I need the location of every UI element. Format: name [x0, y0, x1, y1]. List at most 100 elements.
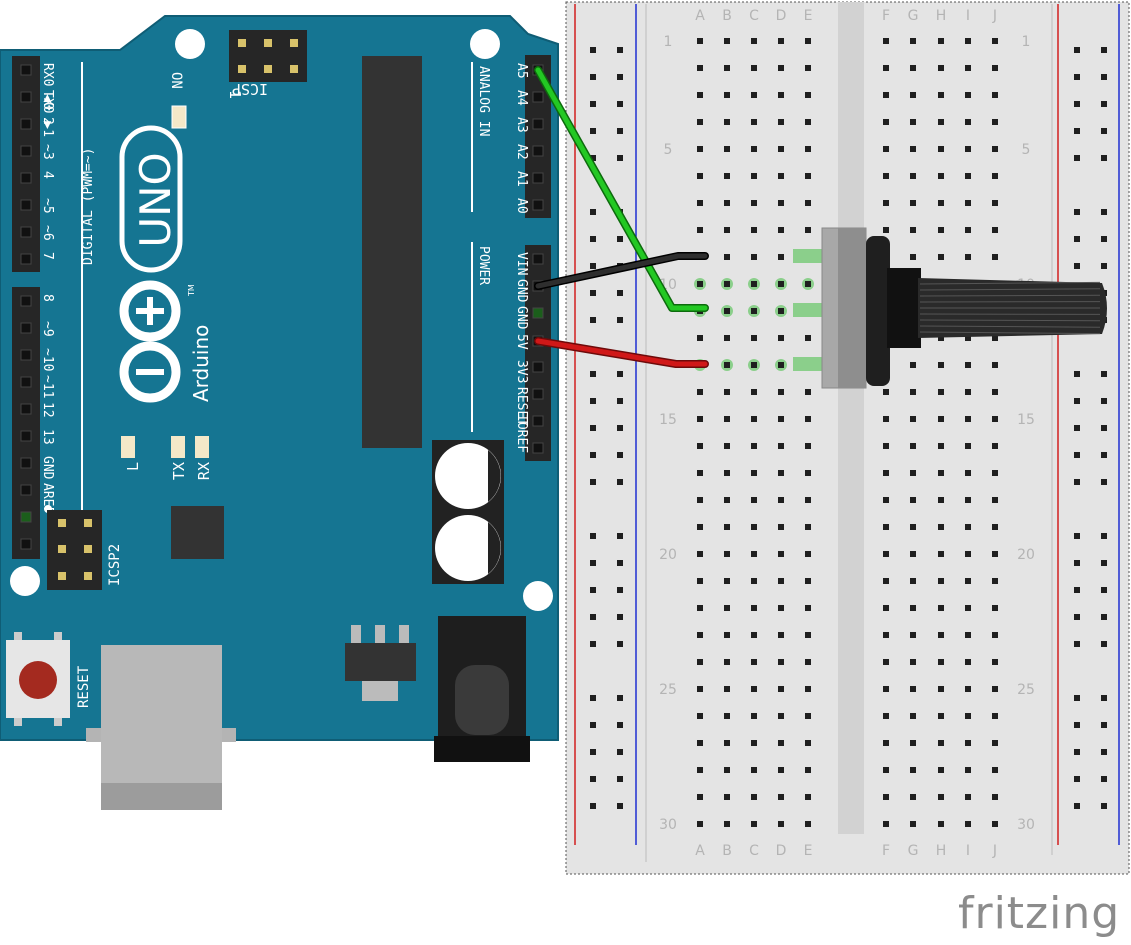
rail-hole [1101, 209, 1107, 215]
row-label-left: 30 [659, 817, 677, 833]
rail-hole [1101, 560, 1107, 566]
digital-pin [20, 253, 32, 265]
breadboard-hole [883, 416, 889, 422]
breadboard-hole [883, 119, 889, 125]
breadboard-hole [910, 605, 916, 611]
breadboard-hole [883, 686, 889, 692]
breadboard-hole [805, 740, 811, 746]
breadboard-hole [992, 65, 998, 71]
breadboard-hole [992, 740, 998, 746]
breadboard-hole [724, 659, 730, 665]
column-label-top: F [882, 8, 890, 24]
column-label-top: A [695, 8, 705, 24]
breadboard-hole [910, 65, 916, 71]
breadboard-hole [938, 173, 944, 179]
breadboard-hole [805, 281, 811, 287]
rail-hole [1101, 749, 1107, 755]
breadboard-hole [778, 146, 784, 152]
uno-logo-frame [119, 125, 183, 273]
breadboard-hole [992, 200, 998, 206]
breadboard-hole [697, 146, 703, 152]
rail-hole [590, 749, 596, 755]
row-label-right: 30 [1017, 817, 1035, 833]
rail-hole [617, 155, 623, 161]
tx-led [171, 436, 185, 458]
breadboard-hole [778, 524, 784, 530]
breadboard-hole [697, 605, 703, 611]
rx-led [195, 436, 209, 458]
column-label-top: E [804, 8, 813, 24]
breadboard-hole [992, 767, 998, 773]
breadboard-hole [938, 389, 944, 395]
breadboard-hole [965, 416, 971, 422]
breadboard-hole [751, 605, 757, 611]
breadboard-hole [724, 173, 730, 179]
rail-hole [1074, 641, 1080, 647]
breadboard-hole [992, 470, 998, 476]
rail-hole [1074, 776, 1080, 782]
digital-header [12, 56, 40, 559]
breadboard-hole [910, 497, 916, 503]
breadboard-hole [724, 443, 730, 449]
breadboard-hole [965, 119, 971, 125]
digital-pin [20, 403, 32, 415]
icsp2-pin [58, 519, 66, 527]
rail-hole [1101, 587, 1107, 593]
fritzing-watermark: fritzing [958, 888, 1121, 939]
breadboard-hole [805, 416, 811, 422]
breadboard-hole [697, 578, 703, 584]
breadboard-hole [697, 38, 703, 44]
breadboard-hole [805, 551, 811, 557]
breadboard-hole [965, 767, 971, 773]
rail-hole [1074, 587, 1080, 593]
row-label-right: 5 [1022, 142, 1031, 158]
breadboard-hole [992, 119, 998, 125]
on-led [171, 105, 187, 129]
icsp-pin [238, 39, 246, 47]
led-label-l: L [124, 462, 142, 471]
icsp-label: ICSP [232, 80, 268, 98]
breadboard-hole [778, 200, 784, 206]
breadboard-hole [805, 524, 811, 530]
breadboard: AABBCCDDEEFFGGHHIIJJ11551010151520202525… [565, 1, 1130, 875]
rail-hole [617, 749, 623, 755]
breadboard-hole [724, 335, 730, 341]
rail-hole [1074, 722, 1080, 728]
icsp2-pin [84, 519, 92, 527]
rail-hole [590, 776, 596, 782]
breadboard-hole [938, 524, 944, 530]
rail-hole [590, 722, 596, 728]
digital-pin-label: ~5 [40, 198, 55, 214]
breadboard-hole [697, 92, 703, 98]
column-label-top: J [992, 8, 997, 24]
power-pin-label: IOREF [514, 414, 529, 453]
rail-hole [1101, 47, 1107, 53]
breadboard-hole [883, 173, 889, 179]
breadboard-hole [751, 659, 757, 665]
rail-hole [617, 695, 623, 701]
column-label-bottom: H [936, 843, 947, 859]
breadboard-hole [778, 227, 784, 233]
breadboard-hole [883, 713, 889, 719]
column-label-top: D [776, 8, 787, 24]
row-label-left: 1 [664, 34, 673, 50]
digital-pin-label: 2 [40, 117, 55, 125]
voltage-regulator [345, 625, 416, 701]
rail-hole [617, 74, 623, 80]
rail-hole [590, 479, 596, 485]
rail-hole [1101, 101, 1107, 107]
column-label-bottom: G [908, 843, 919, 859]
breadboard-hole [805, 389, 811, 395]
rail-hole [590, 371, 596, 377]
breadboard-hole [805, 92, 811, 98]
breadboard-hole [778, 65, 784, 71]
breadboard-hole [778, 335, 784, 341]
analog-pin-label: A3 [514, 117, 529, 133]
column-label-top: C [749, 8, 759, 24]
breadboard-hole [724, 767, 730, 773]
breadboard-hole [992, 821, 998, 827]
digital-pin-label: 13 [40, 429, 55, 445]
reset-button[interactable] [6, 632, 70, 726]
breadboard-hole [883, 578, 889, 584]
